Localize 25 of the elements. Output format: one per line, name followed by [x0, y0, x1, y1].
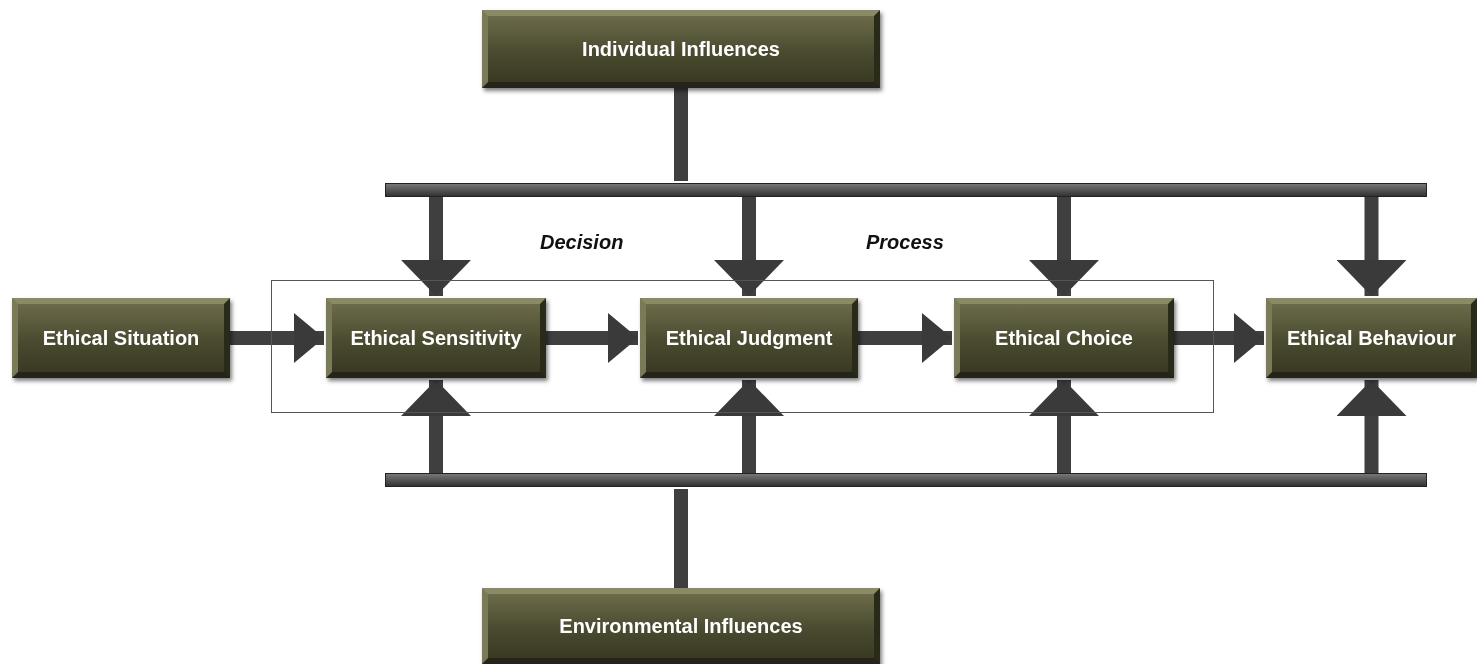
arrow	[401, 197, 471, 296]
stage-box: Ethical Behaviour	[1266, 298, 1477, 378]
connector-line	[674, 489, 688, 588]
arrow	[1029, 197, 1099, 296]
arrow	[714, 380, 784, 473]
arrow	[1174, 313, 1264, 363]
stage-box: Ethical Judgment	[640, 298, 858, 378]
stage-box: Individual Influences	[482, 10, 880, 88]
arrow	[1336, 197, 1407, 296]
frame-heading: Decision	[540, 231, 624, 254]
arrow	[401, 380, 471, 473]
arrow	[1029, 380, 1099, 473]
arrow	[230, 313, 324, 363]
stage-box: Ethical Choice	[954, 298, 1174, 378]
frame-heading: Process	[866, 231, 944, 254]
arrow	[858, 313, 952, 363]
stage-box: Ethical Sensitivity	[326, 298, 546, 378]
bus-bar	[385, 473, 1427, 487]
arrow	[714, 197, 784, 296]
arrow	[1336, 380, 1407, 473]
stage-box: Environmental Influences	[482, 588, 880, 664]
connector-line	[674, 88, 688, 181]
stage-box: Ethical Situation	[12, 298, 230, 378]
bus-bar	[385, 183, 1427, 197]
arrow	[546, 313, 638, 363]
